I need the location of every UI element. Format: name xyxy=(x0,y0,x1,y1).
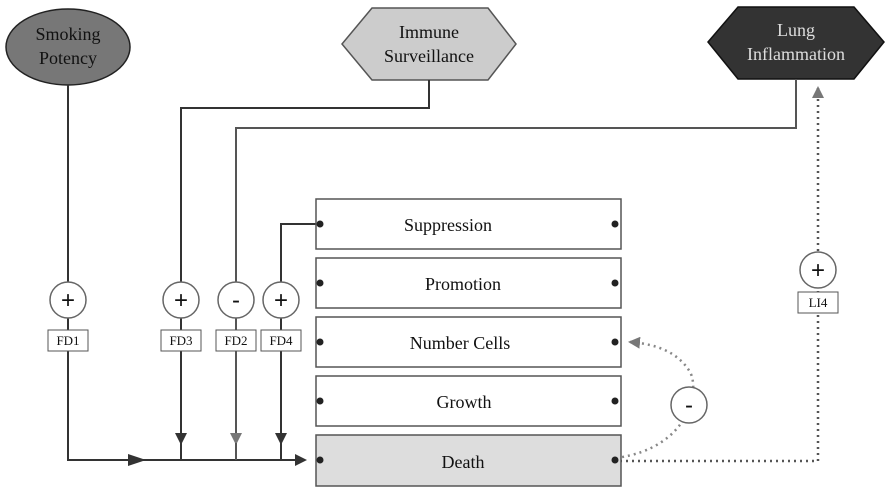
minus-sign-circle xyxy=(217,281,255,319)
influence-feedback: - xyxy=(670,386,708,424)
influence-sign: + xyxy=(61,287,75,314)
port-dot xyxy=(316,220,324,228)
port-dot xyxy=(316,279,324,287)
influence-sign: + xyxy=(174,287,188,314)
port-dot xyxy=(611,279,619,287)
smoking-potency-shape xyxy=(5,8,131,86)
port-dot xyxy=(316,397,324,405)
connector-fd4 xyxy=(275,223,320,460)
influence-label: FD3 xyxy=(169,333,192,348)
influence-fd3: + FD3 xyxy=(160,281,202,352)
influence-label: FD1 xyxy=(56,333,79,348)
immune-surveillance-line2: Surveillance xyxy=(384,46,474,66)
port-dot xyxy=(611,456,619,464)
mid-arrow xyxy=(128,454,146,466)
smoking-potency-line2: Potency xyxy=(39,48,97,68)
box-label: Suppression xyxy=(404,215,492,235)
port-dot xyxy=(316,456,324,464)
node-smoking-potency: Smoking Potency xyxy=(5,8,131,86)
box-label: Promotion xyxy=(425,274,501,294)
plus-sign-circle xyxy=(799,251,837,289)
lung-inflammation-shape xyxy=(707,6,885,80)
box-growth: Growth xyxy=(315,375,622,427)
influence-sign: + xyxy=(811,257,825,284)
influence-fd1: + FD1 xyxy=(47,281,89,352)
plus-sign-circle xyxy=(162,281,200,319)
box-label: Number Cells xyxy=(410,333,511,353)
influence-sign: - xyxy=(232,287,240,314)
node-lung-inflammation: Lung Inflammation xyxy=(707,6,885,80)
influence-sign: - xyxy=(685,392,693,419)
port-dot xyxy=(611,338,619,346)
node-immune-surveillance: Immune Surveillance xyxy=(341,7,517,81)
influence-fd4: + FD4 xyxy=(260,281,302,352)
minus-sign-circle xyxy=(670,386,708,424)
box-death: Death xyxy=(315,434,622,487)
lung-inflammation-line1: Lung xyxy=(777,20,815,40)
box-promotion: Promotion xyxy=(315,257,622,309)
influence-label: FD2 xyxy=(224,333,247,348)
influence-li4: + LI4 xyxy=(797,251,839,314)
influence-sign: + xyxy=(274,287,288,314)
influence-fd2: - FD2 xyxy=(215,281,257,352)
connector-li4 xyxy=(614,86,824,463)
port-dot xyxy=(611,397,619,405)
influence-label: LI4 xyxy=(809,295,828,310)
plus-sign-circle xyxy=(262,281,300,319)
connector-fd1 xyxy=(67,85,307,466)
plus-sign-circle xyxy=(49,281,87,319)
port-dot xyxy=(611,220,619,228)
smoking-potency-line1: Smoking xyxy=(35,24,100,44)
port-dot xyxy=(316,338,324,346)
immune-surveillance-line1: Immune xyxy=(399,22,459,42)
immune-surveillance-shape xyxy=(341,7,517,81)
influence-label: FD4 xyxy=(269,333,293,348)
compartment-stack: Suppression Promotion Number Cells Growt… xyxy=(315,198,622,487)
box-label: Death xyxy=(442,452,485,472)
box-number-cells: Number Cells xyxy=(315,316,622,368)
box-label: Growth xyxy=(437,392,492,412)
box-suppression: Suppression xyxy=(315,198,622,250)
connector-fd3 xyxy=(175,80,430,460)
lung-inflammation-line2: Inflammation xyxy=(747,44,845,64)
